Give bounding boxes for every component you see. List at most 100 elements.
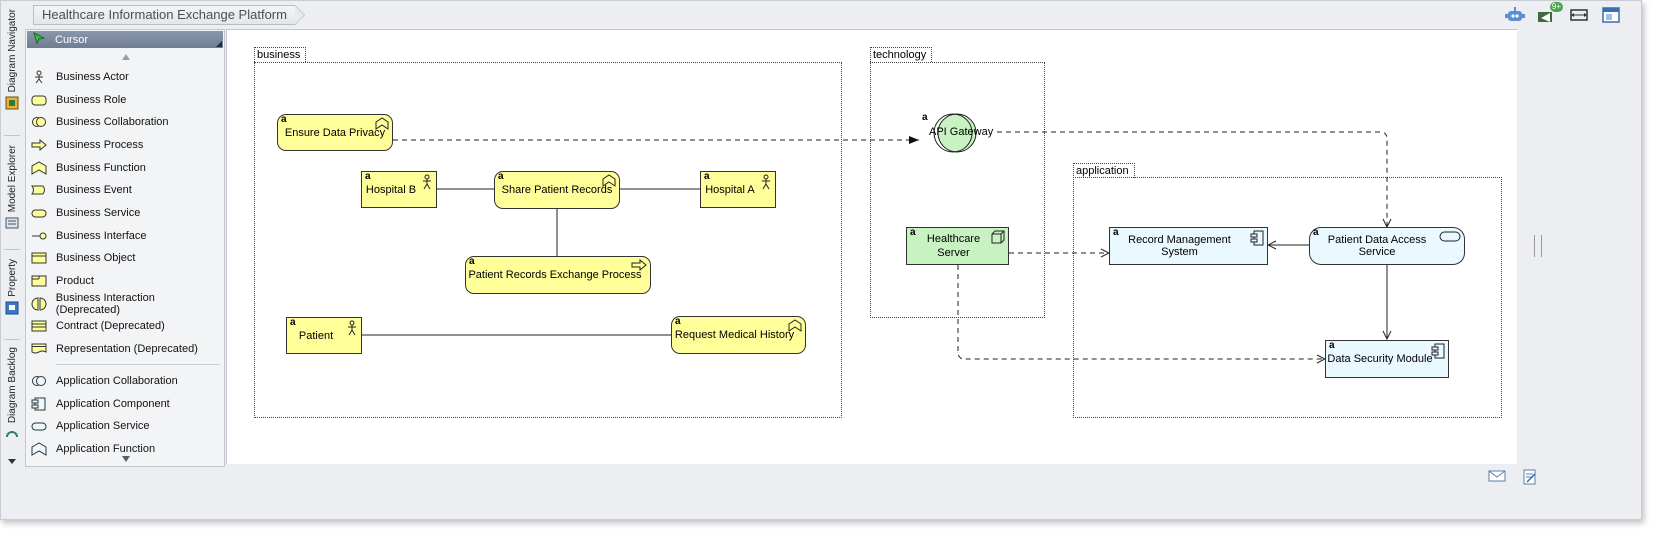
element-label: Hospital A: [705, 183, 755, 196]
diagram-backlog-icon: [5, 427, 19, 441]
palette-business-function[interactable]: Business Function: [30, 158, 220, 178]
group-application[interactable]: [1073, 177, 1502, 418]
business-interaction-icon: [30, 297, 48, 311]
element-patient-records-exchange-process[interactable]: a Patient Records Exchange Process: [465, 256, 651, 294]
palette-business-object[interactable]: Business Object: [30, 248, 220, 268]
palette-business-interaction[interactable]: Business Interaction (Deprecated): [30, 292, 220, 316]
tab-diagram-navigator[interactable]: Diagram Navigator: [3, 9, 21, 110]
element-label: Patient Data Access Service: [1327, 234, 1427, 258]
group-business-tab[interactable]: business: [254, 47, 306, 62]
note-icon[interactable]: [1522, 469, 1540, 485]
palette-business-role[interactable]: Business Role: [30, 90, 220, 110]
element-type-tag: a: [1113, 227, 1119, 238]
palette-item-label: Application Service: [56, 420, 150, 432]
cursor-arrow-icon: [33, 32, 47, 47]
application-service-icon: [30, 419, 48, 433]
diagram-canvas[interactable]: business technology application: [226, 29, 1517, 464]
group-label: application: [1076, 165, 1129, 177]
application-component-icon: [1250, 230, 1264, 249]
group-technology[interactable]: [870, 62, 1045, 318]
element-type-tag: a: [1329, 340, 1335, 351]
robot-icon[interactable]: [1503, 5, 1527, 25]
application-component-icon: [1431, 343, 1445, 362]
palette-item-label: Business Interaction (Deprecated): [55, 292, 155, 316]
palette-item-label: Business Object: [56, 252, 136, 264]
panel-resize-handle[interactable]: [1534, 235, 1542, 257]
group-application-tab[interactable]: application: [1073, 163, 1135, 178]
palette-business-actor[interactable]: Business Actor: [30, 67, 220, 87]
element-record-management-system[interactable]: a Record Management System: [1109, 227, 1268, 265]
tab-model-explorer[interactable]: Model Explorer: [3, 145, 21, 230]
element-hospital-b[interactable]: a Hospital B: [361, 171, 437, 208]
connector-gateway-pdas[interactable]: [997, 131, 1387, 227]
tab-diagram-backlog[interactable]: Diagram Backlog: [3, 347, 21, 441]
interface-circle-icon: [933, 113, 977, 153]
element-hospital-a[interactable]: a Hospital A: [700, 171, 776, 208]
element-type-tag: a: [365, 171, 371, 182]
element-label: Request Medical History: [674, 329, 795, 341]
mail-icon[interactable]: [1488, 469, 1506, 483]
business-actor-icon: [421, 174, 433, 193]
element-type-tag: a: [704, 171, 710, 182]
palette-scroll-up-icon[interactable]: [122, 54, 130, 60]
palette-business-event[interactable]: Business Event: [30, 180, 220, 200]
business-process-icon: [30, 138, 48, 152]
group-technology-tab[interactable]: technology: [870, 47, 932, 62]
element-type-tag: a: [281, 114, 287, 125]
element-type-tag: a: [498, 171, 504, 182]
connector-server-dsm[interactable]: [957, 265, 1325, 359]
status-bar: [226, 465, 1541, 487]
business-interface-icon: [30, 229, 48, 243]
palette-item-label: Business Interface: [56, 230, 147, 242]
tab-label: Diagram Backlog: [6, 347, 18, 424]
palette-item-label: Business Collaboration: [56, 116, 169, 128]
megaphone-icon[interactable]: 9+: [1535, 2, 1563, 25]
business-role-icon: [30, 93, 48, 107]
group-label: business: [257, 49, 301, 61]
element-patient-data-access-service[interactable]: a Patient Data Access Service: [1309, 227, 1465, 265]
palette-product[interactable]: Product: [30, 271, 220, 291]
element-label: Data Security Module: [1327, 353, 1433, 365]
palette-application-function[interactable]: Application Function: [30, 439, 220, 459]
palette-business-collaboration[interactable]: Business Collaboration: [30, 112, 220, 132]
palette-application-collaboration[interactable]: Application Collaboration: [30, 371, 220, 391]
tab-bar-expand-icon[interactable]: [8, 459, 16, 464]
element-share-patient-records[interactable]: a Share Patient Records: [494, 171, 620, 209]
element-label: Hospital B: [365, 183, 417, 196]
business-actor-icon: [30, 70, 48, 84]
palette-application-service[interactable]: Application Service: [30, 416, 220, 436]
element-label: Healthcare Server: [926, 233, 981, 259]
model-explorer-icon: [5, 216, 19, 230]
palette-item-label: Application Component: [56, 398, 170, 410]
palette-separator: [56, 364, 220, 365]
product-icon: [30, 274, 48, 288]
diagram-palette: Cursor Business Actor Business Role Busi…: [25, 29, 225, 467]
element-type-tag: a: [910, 227, 916, 238]
palette-business-service[interactable]: Business Service: [30, 203, 220, 223]
application-service-icon: [1439, 230, 1461, 245]
application-function-icon: [30, 442, 48, 456]
palette-scroll-down-icon[interactable]: [122, 456, 130, 462]
fit-diagram-icon[interactable]: [1567, 5, 1591, 25]
element-label: Record Management System: [1128, 234, 1231, 258]
contract-icon: [30, 319, 48, 333]
element-patient[interactable]: a Patient: [286, 317, 362, 354]
breadcrumb[interactable]: Healthcare Information Exchange Platform: [33, 5, 305, 25]
app-window: Healthcare Information Exchange Platform…: [0, 0, 1642, 520]
palette-item-label: Business Role: [56, 94, 127, 106]
element-data-security-module[interactable]: a Data Security Module: [1325, 340, 1449, 378]
element-healthcare-server[interactable]: a Healthcare Server: [906, 227, 1009, 265]
palette-contract[interactable]: Contract (Deprecated): [30, 316, 220, 336]
element-api-gateway[interactable]: a API Gateway: [919, 112, 1003, 154]
group-business[interactable]: [254, 62, 842, 418]
tab-property[interactable]: Property: [3, 259, 21, 315]
palette-application-component[interactable]: Application Component: [30, 394, 220, 414]
palette-business-interface[interactable]: Business Interface: [30, 226, 220, 246]
element-ensure-data-privacy[interactable]: a Ensure Data Privacy: [277, 114, 393, 151]
element-label: Ensure Data Privacy: [284, 126, 386, 139]
layout-icon[interactable]: [1599, 5, 1623, 25]
palette-cursor-tool[interactable]: Cursor: [27, 31, 223, 48]
element-request-medical-history[interactable]: a Request Medical History: [671, 316, 806, 354]
palette-business-process[interactable]: Business Process: [30, 135, 220, 155]
palette-representation[interactable]: Representation (Deprecated): [30, 339, 220, 359]
